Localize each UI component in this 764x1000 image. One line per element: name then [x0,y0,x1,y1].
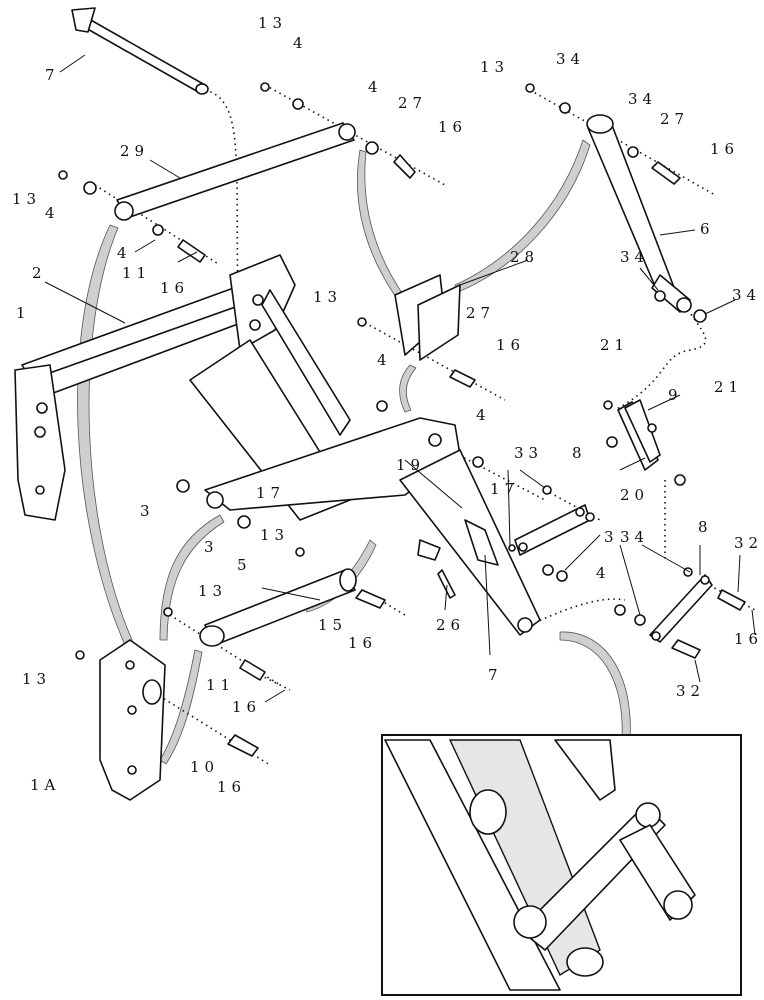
callout-13-b: 13 [480,58,509,76]
callout-34-b: 34 [628,90,657,108]
callout-13-e: 13 [260,526,289,544]
callout-27-a: 27 [398,94,427,112]
callout-13-d: 13 [313,288,342,306]
callout-4-a: 4 [293,34,308,52]
callout-17-b: 17 [490,480,519,498]
callout-4-d: 4 [117,244,132,262]
bracket-part-9 [617,399,661,471]
callout-10: 10 [190,758,219,776]
callout-21-b: 21 [714,378,743,396]
callout-27-c: 27 [466,304,495,322]
callout-4-g: 4 [596,564,611,582]
callout-11-a: 11 [122,264,151,282]
callout-11-b: 11 [206,676,235,694]
callout-1A: 1A [30,776,60,794]
callout-17-a: 17 [256,484,285,502]
callout-13-g: 13 [22,670,51,688]
link-arm-part-29 [114,122,356,221]
callout-13-c: 13 [12,190,41,208]
callout-27-b: 27 [660,110,689,128]
callout-32-a: 32 [734,534,763,552]
plate-part-28 [394,274,461,361]
callout-26: 26 [436,616,465,634]
callout-3-b: 3 [204,538,219,556]
callout-29: 29 [120,142,149,160]
callout-3-a: 3 [140,502,155,520]
callout-16-f: 16 [734,630,763,648]
callout-16-d: 16 [496,336,525,354]
callout-4-f: 4 [476,406,491,424]
boom-arm-part-19 [204,417,541,636]
callout-34-a: 34 [556,50,585,68]
callout-labels: 7 13 4 13 34 29 4 27 16 34 27 16 13 4 6 … [12,14,763,796]
callout-1: 1 [16,304,31,322]
pins-and-bushings [58,82,746,757]
callout-33: 33 [514,444,543,462]
leader-lines [44,54,756,703]
callout-13-f: 13 [198,582,227,600]
callout-16-e: 16 [348,634,377,652]
callout-34-e: 34 [620,528,649,546]
callout-4-e: 4 [377,351,392,369]
callout-7-top: 7 [45,66,60,84]
callout-34-c: 34 [620,248,649,266]
callout-32-b: 32 [676,682,705,700]
callout-7-bottom: 7 [488,666,503,684]
callout-34-d: 34 [732,286,761,304]
callout-19: 19 [396,456,425,474]
callout-9: 9 [668,386,683,404]
callout-21-a: 21 [600,336,629,354]
callout-5: 5 [237,556,252,574]
cylinder-part-6 [586,114,692,313]
callout-16-c: 16 [160,279,189,297]
callout-3-c: 3 [604,528,619,546]
link-plate-part-8b [649,574,713,643]
callout-16-g: 16 [232,698,261,716]
callout-8-b: 8 [698,518,713,536]
tube-part-7 [71,7,209,95]
callout-8-a: 8 [572,444,587,462]
callout-13-a: 13 [258,14,287,32]
mount-bracket-part-1A [99,639,166,801]
callout-28: 28 [510,248,539,266]
cylinder-part-5 [199,568,357,647]
callout-16-h: 16 [217,778,246,796]
callout-20: 20 [620,486,649,504]
callout-4-b: 4 [368,78,383,96]
callout-16-b: 16 [710,140,739,158]
callout-6: 6 [700,220,715,238]
callout-16-a: 16 [438,118,467,136]
callout-4-c: 4 [45,204,60,222]
detail-inset [381,734,742,996]
callout-2: 2 [32,264,47,282]
callout-15: 15 [318,616,347,634]
link-plate-part-8a [514,504,591,556]
